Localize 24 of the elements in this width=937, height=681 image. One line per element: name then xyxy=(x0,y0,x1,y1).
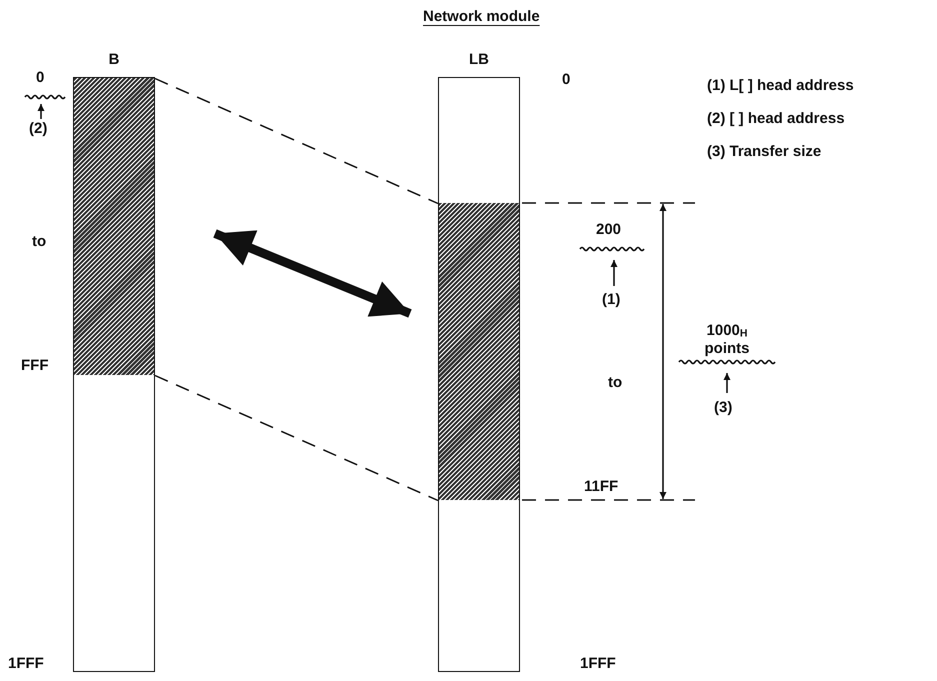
address-label: FFF xyxy=(21,357,48,374)
projection-line xyxy=(154,374,438,502)
address-label: 11FF xyxy=(584,478,618,496)
address-label: 1FFF xyxy=(8,655,44,672)
hatched-region xyxy=(74,78,154,375)
range-word: to xyxy=(608,374,622,392)
column-heading: B xyxy=(108,51,120,68)
transfer-arrow xyxy=(213,229,412,318)
callout-number: (1) xyxy=(602,291,620,308)
projection-line xyxy=(154,78,438,204)
legend-note: (1) L[ ] head address xyxy=(707,77,854,94)
address-label: 1FFF xyxy=(580,655,616,672)
hatched-region xyxy=(439,203,519,500)
size-label: 1000$_{H}$ points xyxy=(704,322,750,357)
column-heading: LB xyxy=(468,51,490,68)
callout-number: (3) xyxy=(714,399,732,416)
legend-note: (3) Transfer size xyxy=(707,143,822,160)
callout-number: (2) xyxy=(29,120,48,138)
range-word: to xyxy=(32,233,46,250)
column-title: Network module xyxy=(423,8,540,26)
address-label: 200 xyxy=(596,221,622,238)
address-label: 0 xyxy=(36,69,44,86)
address-label: 0 xyxy=(562,71,570,88)
legend-note: (2) [ ] head address xyxy=(707,110,845,128)
